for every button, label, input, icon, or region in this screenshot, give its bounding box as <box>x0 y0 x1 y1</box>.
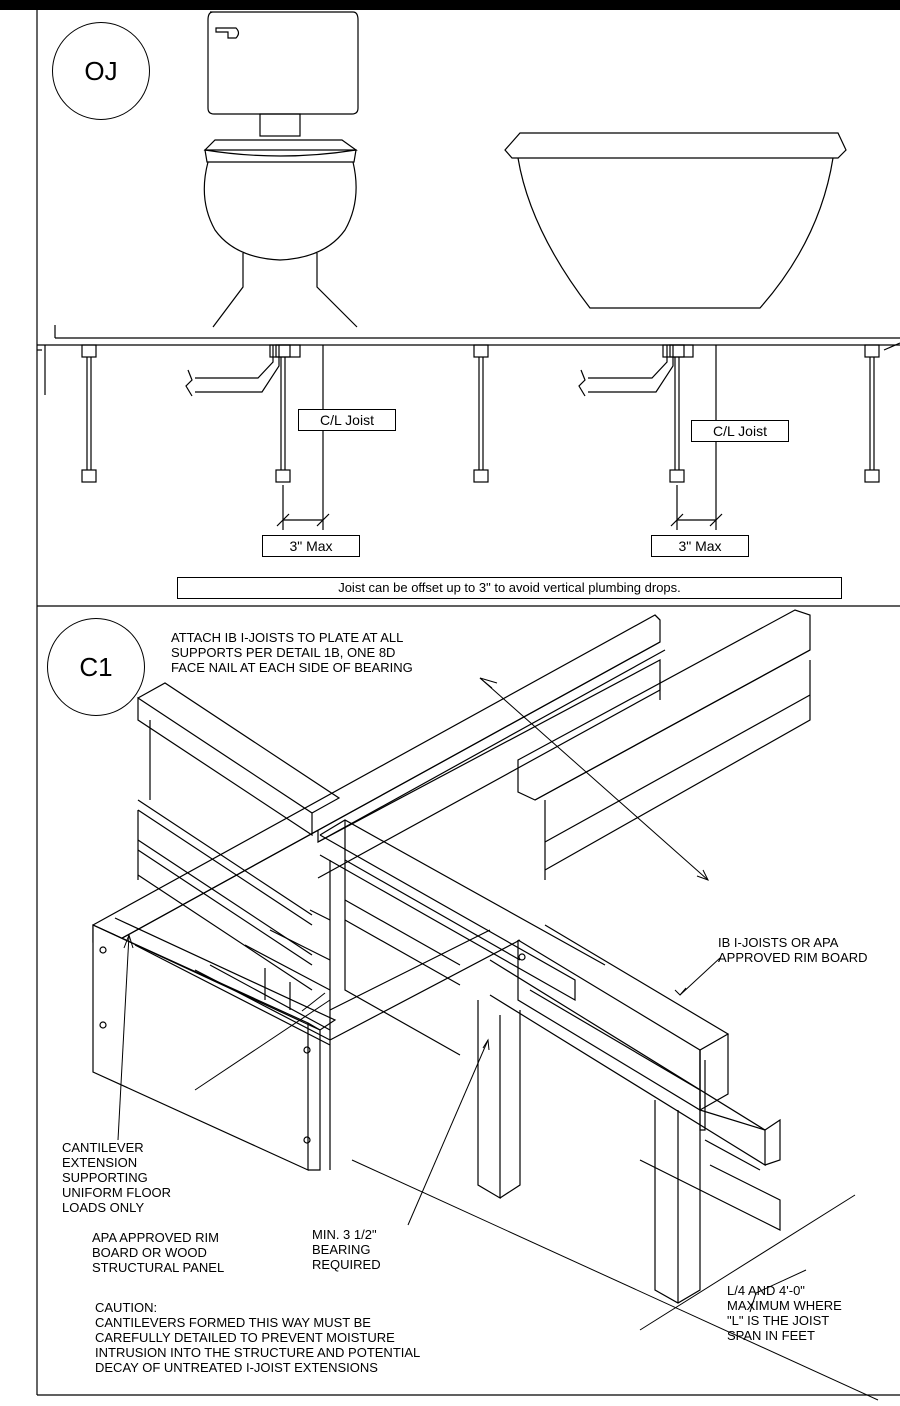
drain-pipes <box>185 344 694 397</box>
bathtub-illustration <box>504 132 847 309</box>
cantilever-framing <box>92 609 811 1304</box>
callout-bearing: MIN. 3 1/2" BEARING REQUIRED <box>312 1227 381 1272</box>
detail-tag-c1-label: C1 <box>79 652 113 682</box>
detail-tag-oj-label: OJ <box>84 56 118 86</box>
leader-lines <box>117 677 879 1401</box>
cl-joist-label-left: C/L Joist <box>298 409 396 431</box>
max-offset-label-right: 3" Max <box>651 535 749 557</box>
oj-note: Joist can be offset up to 3" to avoid ve… <box>177 577 842 599</box>
joist-sections <box>81 344 880 483</box>
max-offset-label-left: 3" Max <box>262 535 360 557</box>
cl-joist-label-right: C/L Joist <box>691 420 789 442</box>
callout-rim-board: IB I-JOISTS OR APA APPROVED RIM BOARD <box>718 935 868 965</box>
toilet-illustration <box>203 11 359 328</box>
callout-cantilever-extension: CANTILEVER EXTENSION SUPPORTING UNIFORM … <box>62 1140 172 1215</box>
detail-tag-c1: C1 <box>47 618 145 716</box>
caution-note: CAUTION: CANTILEVERS FORMED THIS WAY MUS… <box>95 1300 421 1375</box>
callout-attach-joists: ATTACH IB I-JOISTS TO PLATE AT ALL SUPPO… <box>171 630 413 675</box>
callout-apa-rim-board: APA APPROVED RIM BOARD OR WOOD STRUCTURA… <box>92 1230 225 1275</box>
detail-tag-oj: OJ <box>52 22 150 120</box>
callout-span-limit: L/4 AND 4'-0" MAXIMUM WHERE "L" IS THE J… <box>727 1283 842 1343</box>
